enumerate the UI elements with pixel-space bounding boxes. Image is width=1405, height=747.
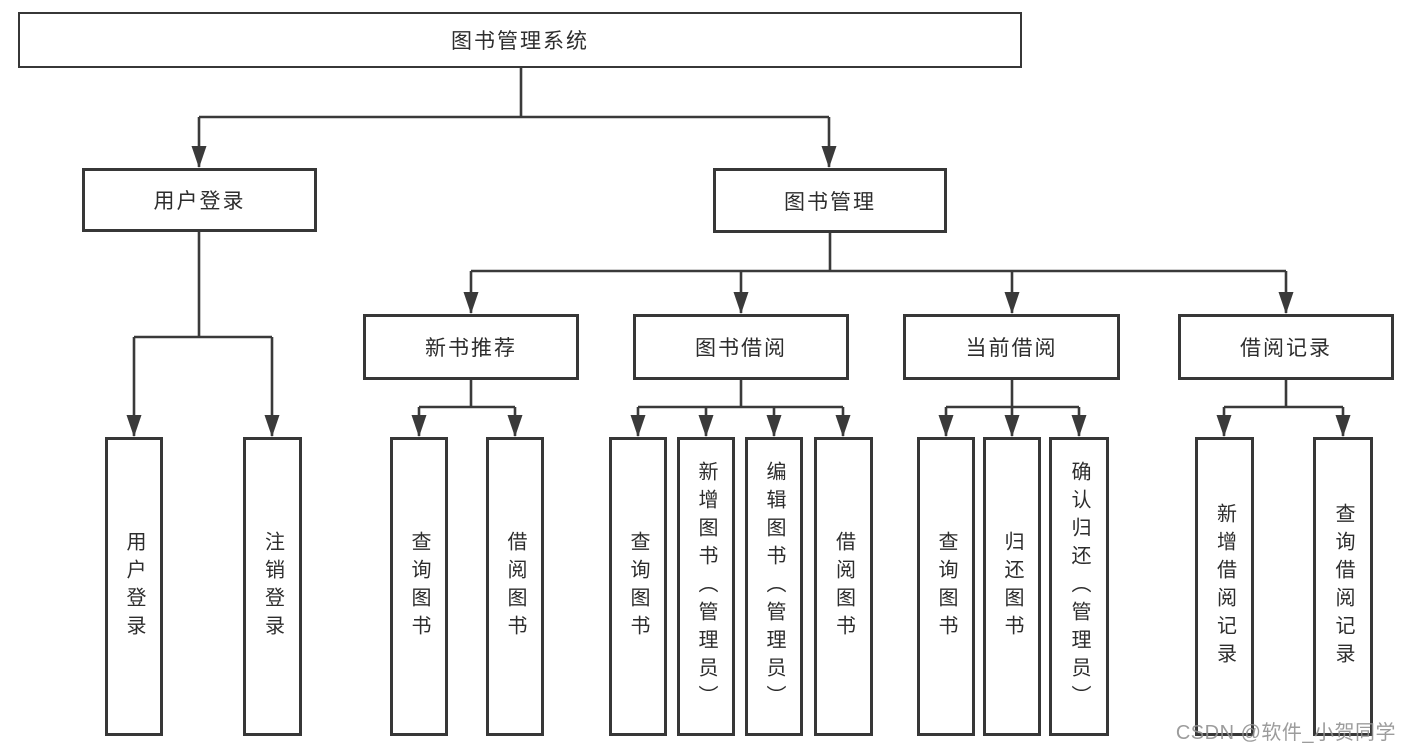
node-label: 借阅记录 bbox=[1240, 337, 1332, 360]
node-book-management: 图书管理 bbox=[713, 168, 947, 233]
node-borrow-books-action: 借阅图书 bbox=[814, 437, 873, 736]
node-confirm-return-admin: 确认归还（管理员） bbox=[1049, 437, 1109, 736]
node-borrow-books-recommend: 借阅图书 bbox=[486, 437, 544, 736]
node-label: 新书推荐 bbox=[425, 337, 517, 360]
node-return-books: 归还图书 bbox=[983, 437, 1041, 736]
node-borrowing-records: 借阅记录 bbox=[1178, 314, 1394, 380]
node-label: 新增借阅记录 bbox=[1213, 502, 1236, 671]
node-book-borrowing: 图书借阅 bbox=[633, 314, 849, 380]
node-label: 确认归还（管理员） bbox=[1068, 460, 1090, 713]
node-library-management-system: 图书管理系统 bbox=[18, 12, 1022, 68]
node-label: 新增图书（管理员） bbox=[695, 460, 717, 713]
node-add-borrow-record: 新增借阅记录 bbox=[1195, 437, 1254, 736]
node-label: 借阅图书 bbox=[504, 530, 526, 643]
node-label: 查询借阅记录 bbox=[1332, 502, 1354, 671]
node-label: 图书管理 bbox=[784, 190, 876, 214]
node-search-borrow-record: 查询借阅记录 bbox=[1313, 437, 1373, 736]
node-search-books-borrowing: 查询图书 bbox=[609, 437, 667, 736]
csdn-watermark: CSDN @软件_小贺同学 bbox=[1175, 722, 1396, 744]
node-label: 用户登录 bbox=[153, 190, 246, 213]
node-edit-books-admin: 编辑图书（管理员） bbox=[745, 437, 803, 736]
node-label: 编辑图书（管理员） bbox=[763, 460, 785, 713]
node-add-books-admin: 新增图书（管理员） bbox=[677, 437, 735, 736]
node-label: 查询图书 bbox=[627, 530, 649, 643]
node-label: 当前借阅 bbox=[965, 337, 1058, 360]
node-user-login: 用户登录 bbox=[82, 168, 317, 232]
node-label: 借阅图书 bbox=[832, 530, 855, 643]
node-label: 查询图书 bbox=[935, 530, 957, 643]
node-label: 归还图书 bbox=[1001, 530, 1023, 643]
node-label: 图书借阅 bbox=[695, 337, 787, 360]
node-search-books-recommend: 查询图书 bbox=[390, 437, 448, 736]
node-new-book-recommendation: 新书推荐 bbox=[363, 314, 579, 380]
node-user-login-action: 用户登录 bbox=[105, 437, 163, 736]
node-label: 图书管理系统 bbox=[451, 30, 589, 53]
node-search-books-current: 查询图书 bbox=[917, 437, 975, 736]
node-logout-action: 注销登录 bbox=[243, 437, 302, 736]
node-label: 查询图书 bbox=[408, 530, 430, 643]
node-label: 用户登录 bbox=[123, 530, 145, 643]
node-label: 注销登录 bbox=[261, 530, 284, 643]
node-current-borrowing: 当前借阅 bbox=[903, 314, 1120, 380]
